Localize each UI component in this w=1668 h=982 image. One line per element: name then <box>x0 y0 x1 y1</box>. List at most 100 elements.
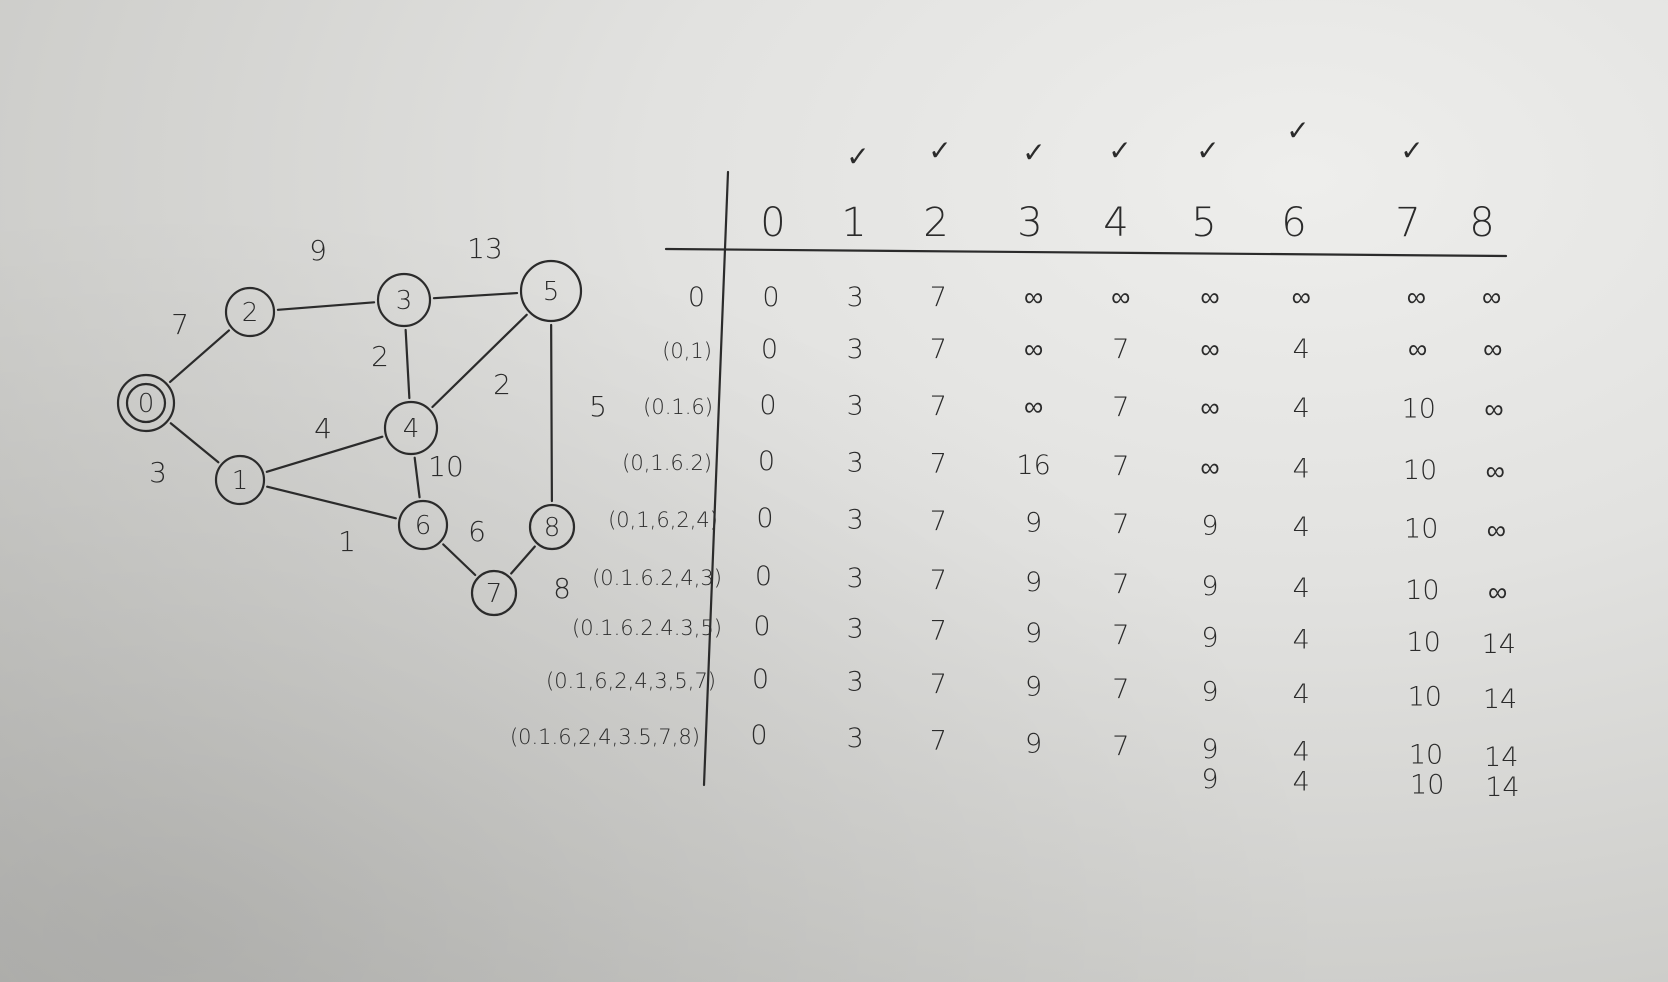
edge-1-4 <box>265 435 384 473</box>
table-cell-r9-c6: 4 <box>1293 767 1310 798</box>
table-cell-r6-c4: 7 <box>1112 620 1129 651</box>
table-cell-r9-c7: 10 <box>1410 769 1444 800</box>
table-cell-r3-c1: 3 <box>847 447 864 478</box>
graph-node-8: 8 <box>528 503 576 551</box>
table-cell-r1-c2: 7 <box>930 334 947 365</box>
table-cell-r3-c5: ∞ <box>1200 452 1219 483</box>
edge-1-6 <box>266 485 397 520</box>
visited-check-7: ✓ <box>1400 134 1423 167</box>
table-row-labels: 0(0,1)(0.1.6)(0,1.6.2)(0,1,6,2,4)(0.1.6.… <box>510 282 722 749</box>
table-cell-r2-c7: 10 <box>1402 394 1436 425</box>
node-circle <box>224 286 276 338</box>
table-cell-r0-c6: ∞ <box>1292 282 1311 313</box>
row-label-8: (0.1.6,2,4,3.5,7,8) <box>510 725 700 749</box>
table-cell-r1-c1: 3 <box>847 334 864 365</box>
table-cell-r8-c2: 7 <box>930 726 947 757</box>
node-inner-circle <box>125 382 167 424</box>
column-header-3: 3 <box>1017 200 1042 246</box>
table-cell-r2-c3: ∞ <box>1024 392 1043 423</box>
edge-3-5 <box>432 291 519 300</box>
node-label: 1 <box>232 466 249 496</box>
column-header-6: 6 <box>1281 200 1306 246</box>
column-header-8: 8 <box>1469 200 1494 246</box>
table-cell-r3-c4: 7 <box>1112 451 1129 482</box>
row-label-4: (0,1,6,2,4) <box>608 508 718 532</box>
node-label: 3 <box>396 286 413 316</box>
node-circle <box>397 499 449 551</box>
table-cell-r1-c3: ∞ <box>1024 334 1043 365</box>
table-cell-r3-c3: 16 <box>1016 450 1050 481</box>
table-cell-r4-c0: 0 <box>756 503 773 534</box>
table-cell-r7-c3: 9 <box>1025 672 1042 703</box>
table-cell-r4-c2: 7 <box>930 506 947 537</box>
table-cell-r9-c5: 9 <box>1201 764 1218 795</box>
row-label-6: (0.1.6.2.4.3,5) <box>572 616 722 640</box>
row-label-7: (0.1,6,2,4,3,5,7) <box>546 669 716 693</box>
row-label-0: 0 <box>688 282 705 313</box>
node-label: 5 <box>543 277 560 307</box>
edge-0-1 <box>169 422 220 464</box>
edge-weight-4-6: 10 <box>428 450 464 483</box>
edge-weight-2-3: 9 <box>309 234 327 267</box>
table-cell-r1-c4: 7 <box>1112 334 1129 365</box>
edge-0-2 <box>168 329 231 384</box>
node-circle <box>470 569 518 617</box>
visited-check-1: ✓ <box>846 140 869 173</box>
node-label: 6 <box>415 511 432 541</box>
table-cell-r4-c6: 4 <box>1293 512 1310 543</box>
table-cell-r0-c4: ∞ <box>1111 282 1130 313</box>
node-circle <box>116 373 176 433</box>
table-cell-r5-c6: 4 <box>1293 573 1310 604</box>
table-cell-r4-c4: 7 <box>1112 509 1129 540</box>
table-cell-r2-c8: ∞ <box>1484 394 1503 425</box>
table-cell-r8-c1: 3 <box>847 723 864 754</box>
graph-node-6: 6 <box>397 499 449 551</box>
table-cell-r5-c2: 7 <box>930 565 947 596</box>
edge-weight-1-4: 4 <box>314 412 332 445</box>
table-cell-r1-c8: ∞ <box>1483 334 1502 365</box>
edge-weight-6-7: 6 <box>468 515 486 548</box>
table-cell-r1-c5: ∞ <box>1200 334 1219 365</box>
edge-weight-3-5: 13 <box>467 232 503 265</box>
table-cell-r4-c1: 3 <box>847 505 864 536</box>
row-label-2: (0.1.6) <box>643 395 713 419</box>
table-vertical-rule <box>702 170 730 787</box>
table-cell-r6-c6: 4 <box>1293 625 1310 656</box>
graph-node-1: 1 <box>214 454 266 506</box>
table-cell-r8-c3: 9 <box>1025 728 1042 759</box>
column-header-2: 2 <box>923 200 948 246</box>
edge-weight-0-2: 7 <box>171 308 189 341</box>
table-cell-r5-c1: 3 <box>847 563 864 594</box>
column-header-7: 7 <box>1395 200 1420 246</box>
table-cell-r3-c2: 7 <box>930 449 947 480</box>
table-cell-r6-c8: 14 <box>1482 629 1516 660</box>
column-header-4: 4 <box>1103 200 1128 246</box>
graph-node-5: 5 <box>519 259 583 323</box>
table-cell-r6-c5: 9 <box>1201 622 1218 653</box>
column-header-1: 1 <box>841 200 866 246</box>
node-circle <box>519 259 583 323</box>
edge-3-4 <box>404 328 411 400</box>
table-cell-r5-c3: 9 <box>1025 567 1042 598</box>
table-cell-r6-c2: 7 <box>930 616 947 647</box>
table-cell-r8-c6: 4 <box>1293 737 1310 768</box>
graph-node-0: 0 <box>116 373 176 433</box>
table-cell-r7-c5: 9 <box>1201 677 1218 708</box>
edge-2-3 <box>276 301 376 311</box>
table-cell-r8-c5: 9 <box>1201 734 1218 765</box>
table-cell-r5-c8: ∞ <box>1488 577 1507 608</box>
table-cell-r0-c5: ∞ <box>1200 282 1219 313</box>
edge-4-5 <box>431 313 528 409</box>
table-cell-r8-c0: 0 <box>750 720 767 751</box>
table-cell-r7-c0: 0 <box>752 664 769 695</box>
table-cell-r9-c8: 14 <box>1485 772 1519 803</box>
table-cell-r7-c2: 7 <box>930 669 947 700</box>
table-cell-r1-c0: 0 <box>761 334 778 365</box>
